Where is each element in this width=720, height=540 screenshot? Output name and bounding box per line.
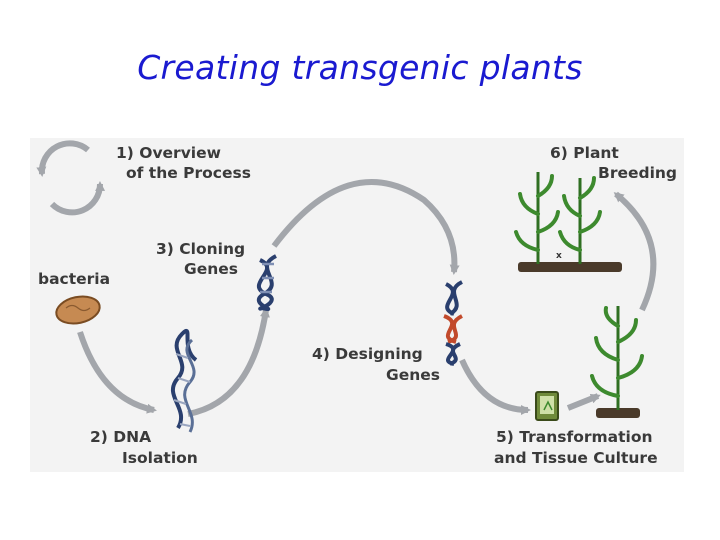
cycle-arrows-icon [36,140,106,216]
step-4-label-line2: Genes [386,366,440,384]
corn-plant-icon [590,306,644,418]
step-1-label-line2: of the Process [126,164,251,182]
cross-mark: x [556,251,562,261]
diagram-panel [30,138,684,472]
step-6-label-line1: 6) Plant [550,144,619,162]
bacteria-label: bacteria [38,270,110,288]
arrow-plant-to-breeding [613,191,657,312]
arrow-dna-to-cloning [187,307,270,417]
arrow-cloning-to-designing [271,178,460,275]
bacterium-icon [55,295,101,325]
dna-strand-icon [170,329,198,433]
step-3-label-line1: 3) Cloning [156,240,245,258]
slide-title: Creating transgenic plants [137,48,583,87]
step-5-label-line1: 5) Transformation [496,428,653,446]
step-6-label-line2: Breeding [598,164,677,182]
dna-helix-icon [256,254,278,311]
step-3-label-line2: Genes [184,260,238,278]
arrow-transformation-to-plant [566,393,601,411]
step-2-label-line2: Isolation [122,449,198,467]
arrow-bacteria-to-dna [77,331,157,414]
step-4-label-line1: 4) Designing [312,345,423,363]
arrow-designing-to-transformation [459,358,531,415]
transgenic-process-diagram: x 1) Overview of the Process 2) DNA Isol… [30,138,684,472]
step-5-label-line2: and Tissue Culture [494,449,658,467]
recombinant-dna-icon [443,280,464,366]
crossed-corn-plants-icon: x [514,172,622,272]
step-2-label-line1: 2) DNA [90,428,151,446]
step-1-label-line1: 1) Overview [116,144,221,162]
petri-dish-icon [535,391,559,421]
